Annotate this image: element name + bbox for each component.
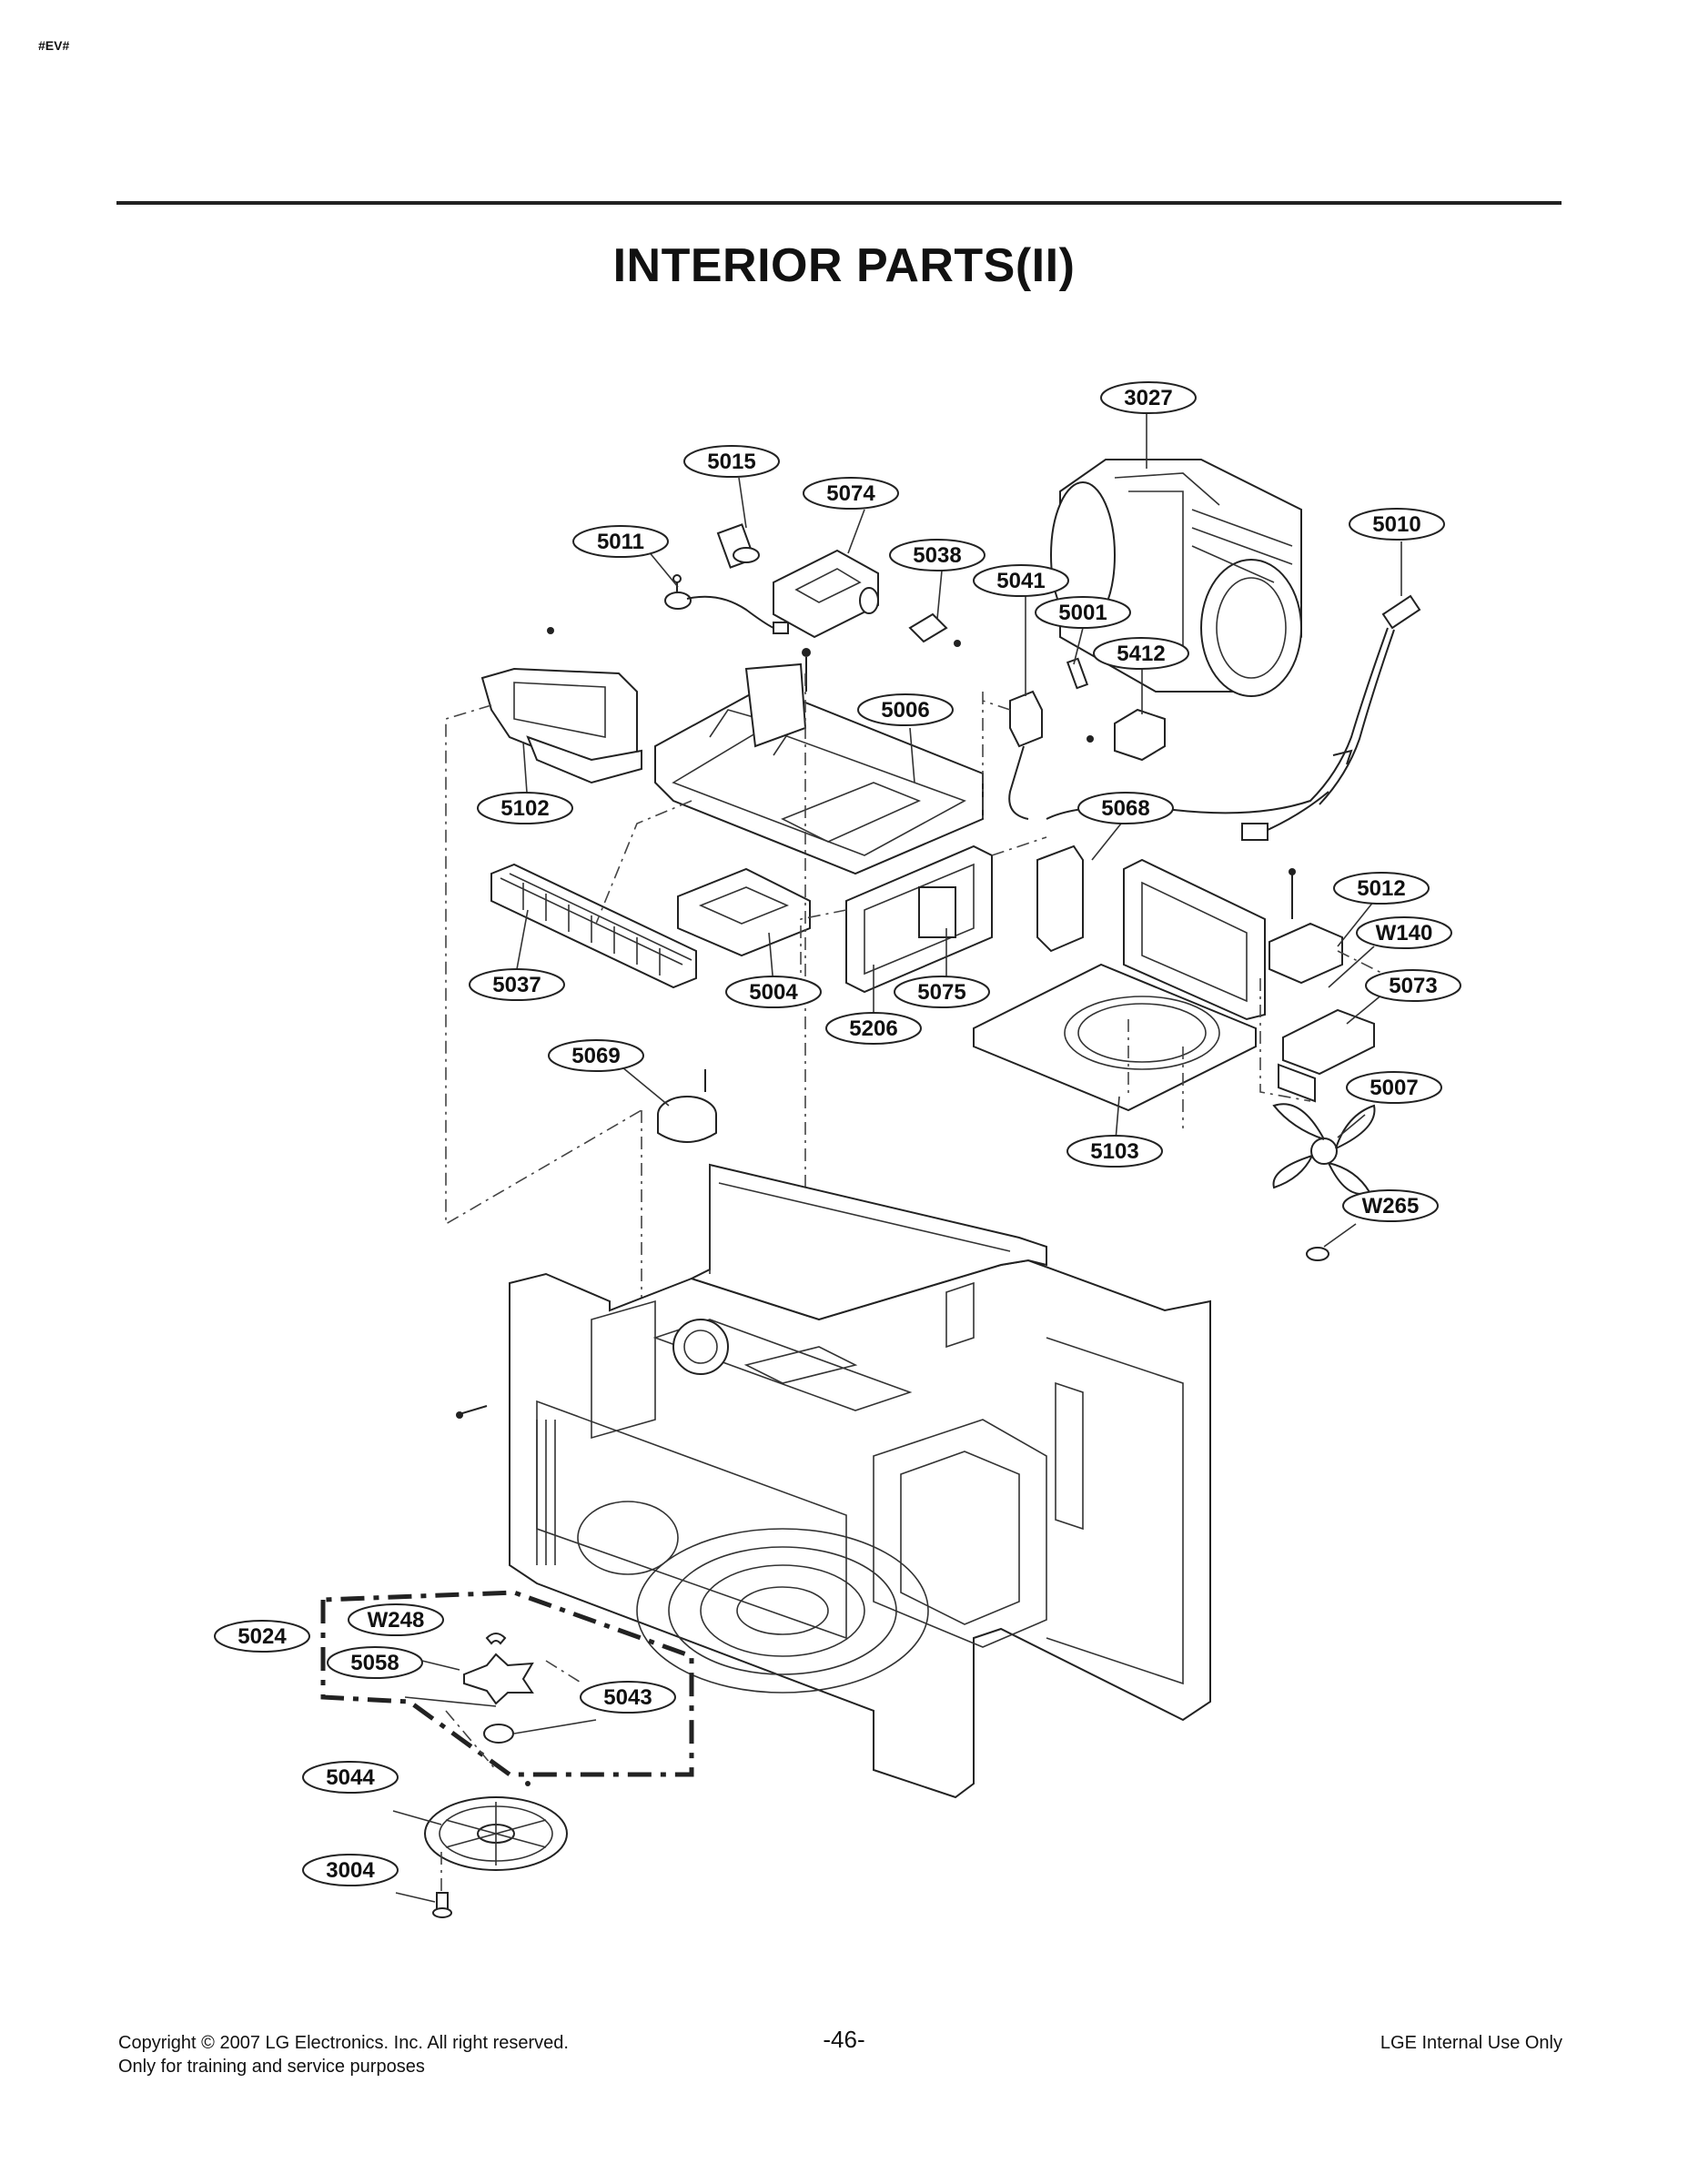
- callout-5011: 5011: [572, 525, 669, 558]
- screw-icon: [456, 1411, 463, 1419]
- callout-label: W248: [368, 1608, 425, 1633]
- copyright-text: Copyright © 2007 LG Electronics. Inc. Al…: [118, 2033, 569, 2053]
- callout-label: 5010: [1372, 512, 1420, 537]
- callout-label: 5004: [749, 980, 798, 1005]
- fuse-5001: [1066, 657, 1089, 690]
- callout-5024: 5024: [214, 1620, 310, 1653]
- callout-5073: 5073: [1365, 969, 1461, 1002]
- callout-5043: 5043: [580, 1681, 676, 1714]
- callout-label: 5037: [492, 973, 541, 997]
- callout-5015: 5015: [683, 445, 780, 478]
- callout-3027: 3027: [1100, 381, 1197, 414]
- sensor-5412: [1114, 708, 1166, 762]
- switch-5038: [908, 612, 961, 647]
- callout-5058: 5058: [327, 1646, 423, 1679]
- page-title: INTERIOR PARTS(II): [612, 239, 1076, 292]
- callout-W265: W265: [1342, 1189, 1439, 1222]
- callout-label: 5412: [1117, 642, 1165, 666]
- callout-5206: 5206: [825, 1012, 922, 1045]
- document-tag: #EV#: [38, 38, 70, 53]
- callout-label: 5011: [597, 530, 644, 554]
- turntable-assembly-5024: [320, 1590, 694, 1777]
- footer-left: Copyright © 2007 LG Electronics. Inc. Al…: [118, 2031, 569, 2078]
- leader-lines: [392, 414, 1402, 1903]
- callout-5038: 5038: [889, 539, 986, 571]
- callout-label: 5044: [326, 1765, 375, 1790]
- callout-5412: 5412: [1093, 637, 1189, 670]
- screw-icon: [1087, 735, 1094, 743]
- callout-3004: 3004: [302, 1854, 399, 1886]
- callout-label: 5074: [826, 481, 875, 506]
- callout-label: 3027: [1124, 386, 1172, 410]
- lamp-holder-5074: [773, 549, 879, 639]
- callout-label: 5069: [571, 1044, 620, 1068]
- thermal-fuse-5011: [664, 574, 789, 634]
- washer-w265: [1306, 1247, 1329, 1261]
- bracket-5068: [1036, 844, 1266, 1021]
- base-plate-5103: [973, 963, 1257, 1112]
- callout-5004: 5004: [725, 976, 822, 1008]
- screw-shaft: [461, 1405, 488, 1414]
- page-number: -46-: [823, 2026, 865, 2053]
- callout-5010: 5010: [1349, 508, 1445, 541]
- charcoal-filter-5037: [490, 863, 697, 989]
- callout-label: 5043: [603, 1685, 652, 1710]
- callout-label: 5206: [849, 1016, 897, 1041]
- relay-5041: [1008, 690, 1043, 820]
- callout-5102: 5102: [477, 792, 573, 824]
- purpose-text: Only for training and service purposes: [118, 2057, 425, 2077]
- callout-label: 5007: [1370, 1076, 1418, 1100]
- assembly-guide-lines: [445, 673, 1384, 1420]
- callout-5075: 5075: [894, 976, 990, 1008]
- lamp-socket-5015: [716, 523, 760, 569]
- callout-label: 5006: [881, 698, 929, 723]
- callout-label: 5068: [1101, 796, 1149, 821]
- callout-label: W140: [1376, 921, 1433, 945]
- coupler-3004: [432, 1892, 452, 1918]
- callout-5037: 5037: [469, 968, 565, 1001]
- callout-label: 5012: [1357, 876, 1405, 901]
- callout-label: 5058: [350, 1651, 399, 1675]
- callout-label: 5024: [238, 1624, 287, 1649]
- bracket-5004: [677, 867, 811, 957]
- turntable-motor-5069: [657, 1069, 717, 1143]
- callout-label: 5041: [996, 569, 1045, 593]
- callout-W248: W248: [348, 1603, 444, 1636]
- header-rule: [116, 201, 1562, 205]
- bracket-5073: [1278, 1008, 1375, 1103]
- callout-label: 5001: [1058, 601, 1107, 625]
- air-guide-5102: [480, 667, 642, 784]
- control-bracket-5206: [845, 844, 993, 994]
- callout-5041: 5041: [973, 564, 1069, 597]
- callout-5044: 5044: [302, 1761, 399, 1794]
- callout-5103: 5103: [1066, 1135, 1163, 1168]
- callout-5069: 5069: [548, 1039, 644, 1072]
- screw-icon: [802, 648, 811, 657]
- callout-5006: 5006: [857, 693, 954, 726]
- callout-label: 5102: [500, 796, 549, 821]
- damper-5012: [1269, 868, 1343, 985]
- callout-5068: 5068: [1077, 792, 1174, 824]
- callout-W140: W140: [1356, 916, 1452, 949]
- bracket-5006: [654, 662, 984, 875]
- fan-blade-5007: [1272, 1103, 1376, 1195]
- callout-5074: 5074: [803, 477, 899, 510]
- blower-motor-assembly: [1050, 459, 1302, 697]
- callout-5001: 5001: [1035, 596, 1131, 629]
- callout-label: 5015: [707, 450, 755, 474]
- callout-label: 5103: [1090, 1139, 1138, 1164]
- callout-label: W265: [1362, 1194, 1420, 1218]
- screw-icon: [547, 627, 554, 634]
- callout-5012: 5012: [1333, 872, 1430, 905]
- callout-5007: 5007: [1346, 1071, 1442, 1104]
- main-cavity-frame: [509, 1163, 1211, 1799]
- roller-ring-5044: [424, 1781, 568, 1893]
- callout-label: 5038: [913, 543, 961, 568]
- callout-label: 5075: [917, 980, 965, 1005]
- callout-label: 5073: [1389, 974, 1437, 998]
- internal-use-text: LGE Internal Use Only: [1380, 2033, 1562, 2053]
- callout-label: 3004: [326, 1858, 375, 1883]
